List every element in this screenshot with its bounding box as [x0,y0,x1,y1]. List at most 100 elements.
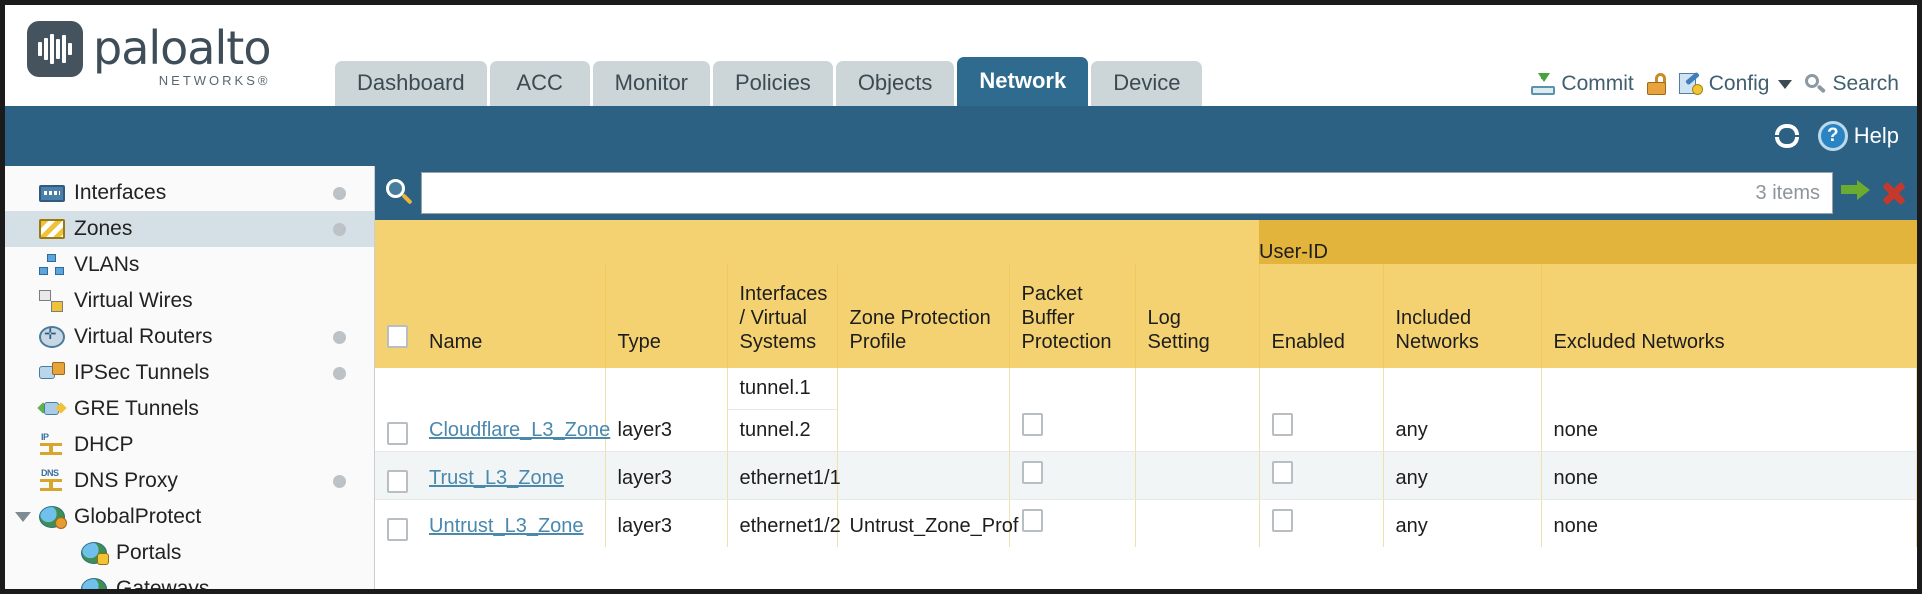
zone-name-link[interactable]: Trust_L3_Zone [429,467,564,489]
sidebar-item-label: DHCP [74,433,134,456]
header-utility-bar: Commit Config Search [1531,71,1899,96]
apply-filter-icon[interactable] [1841,178,1871,208]
sidebar-item-gre-tunnels[interactable]: GRE Tunnels [5,391,374,427]
row-select-checkbox[interactable] [387,518,408,541]
cell-included-networks: any [1383,499,1542,547]
virtual-wires-icon [39,290,65,312]
sidebar-item-indicator-dot [333,330,346,344]
sidebar-item-label: VLANs [74,253,140,276]
search-label: Search [1832,72,1899,95]
search-button[interactable]: Search [1805,72,1899,96]
column-header-included-networks[interactable]: Included Networks [1383,264,1542,368]
zones-table-head: User-ID Name Type Interfaces / Virtual S… [375,220,1917,368]
row-select-cell [375,368,417,452]
select-all-header [375,264,417,368]
refresh-icon[interactable] [1773,123,1803,149]
column-header-enabled[interactable]: Enabled [1259,264,1384,368]
group-header-row: User-ID [375,220,1917,264]
tab-network[interactable]: Network [957,57,1089,106]
filter-input[interactable]: 3 items [421,172,1833,214]
cell-interfaces: ethernet1/2 [727,499,841,547]
tab-monitor[interactable]: Monitor [592,61,710,106]
tab-policies[interactable]: Policies [713,61,833,106]
filter-search-icon[interactable] [385,179,413,207]
cell-excluded-networks: none [1541,451,1917,500]
zone-name-link[interactable]: Cloudflare_L3_Zone [429,419,611,441]
cell-zone-protection-profile: Untrust_Zone_Prof [837,499,1018,547]
group-spacer [375,220,1259,264]
column-header-log-setting[interactable]: Log Setting [1135,264,1260,368]
zones-icon [39,219,65,239]
sidebar-item-virtual-routers[interactable]: Virtual Routers [5,319,374,355]
column-header-name[interactable]: Name [417,264,606,368]
packet-buffer-protection-checkbox[interactable] [1021,509,1043,532]
interfaces-icon [39,184,65,202]
user-id-group-header: User-ID [1259,220,1917,264]
userid-enabled-checkbox[interactable] [1271,413,1293,436]
brand-logo: paloalto NETWORKS® [27,21,271,88]
column-header-excluded-networks[interactable]: Excluded Networks [1541,264,1917,368]
sidebar-item-gateways[interactable]: Gateways [5,571,374,589]
vlans-icon [39,254,65,276]
zone-name-link[interactable]: Untrust_L3_Zone [429,515,584,537]
help-label: Help [1853,123,1899,148]
select-all-checkbox[interactable] [387,325,408,348]
commit-button[interactable]: Commit [1531,72,1634,96]
sidebar-item-interfaces[interactable]: Interfaces [5,175,374,211]
tab-acc[interactable]: ACC [489,61,590,106]
cell-zone-protection-profile [837,368,1010,452]
userid-enabled-checkbox[interactable] [1271,461,1293,484]
clear-filter-icon[interactable] [1879,178,1909,208]
cell-excluded-networks: none [1541,499,1917,547]
column-header-zone-protection-profile[interactable]: Zone Protection Profile [837,264,1010,368]
brand-name: paloalto [93,21,271,75]
sidebar-item-indicator-dot [333,366,346,380]
unlock-icon[interactable] [1646,73,1666,95]
sub-toolbar: ? Help [5,106,1917,166]
cell-packet-buffer-protection [1009,368,1136,452]
column-header-type[interactable]: Type [605,264,728,368]
column-header-row: Name Type Interfaces / Virtual Systems Z… [375,264,1917,368]
sidebar-item-portals[interactable]: Portals [5,535,374,571]
tab-device[interactable]: Device [1091,61,1203,106]
paloalto-logo-icon [27,21,83,77]
help-button[interactable]: ? Help [1817,121,1899,151]
row-select-checkbox[interactable] [387,422,408,445]
sidebar-item-globalprotect[interactable]: GlobalProtect [5,499,374,535]
gre-tunnels-icon [37,398,67,420]
sidebar-item-vlans[interactable]: VLANs [5,247,374,283]
packet-buffer-protection-checkbox[interactable] [1021,413,1043,436]
expand-collapse-triangle-icon[interactable] [15,512,31,522]
chevron-down-icon [1778,79,1793,89]
sidebar-item-ipsec-tunnels[interactable]: IPSec Tunnels [5,355,374,391]
cell-log-setting [1135,368,1260,452]
column-header-packet-buffer-protection[interactable]: Packet Buffer Protection [1009,264,1136,368]
sidebar-item-virtual-wires[interactable]: Virtual Wires [5,283,374,319]
config-menu[interactable]: Config [1678,71,1793,96]
packet-buffer-protection-checkbox[interactable] [1021,461,1043,484]
ipsec-tunnels-icon [39,362,65,384]
row-select-checkbox[interactable] [387,470,408,493]
cell-packet-buffer-protection [1009,499,1136,547]
cell-name: Untrust_L3_Zone [417,499,606,547]
sidebar-item-zones[interactable]: Zones [5,211,374,247]
sidebar-item-indicator-dot [333,186,346,200]
column-header-interfaces[interactable]: Interfaces / Virtual Systems [727,264,838,368]
tab-objects[interactable]: Objects [835,61,955,106]
cell-type: layer3 [605,499,728,547]
dhcp-icon: IP [39,432,65,456]
tab-dashboard[interactable]: Dashboard [335,61,487,106]
userid-enabled-checkbox[interactable] [1271,509,1293,532]
sidebar-item-indicator-dot [333,474,346,488]
sidebar-item-dhcp[interactable]: IP DHCP [5,427,374,463]
interface-value: tunnel.2 [739,419,811,441]
